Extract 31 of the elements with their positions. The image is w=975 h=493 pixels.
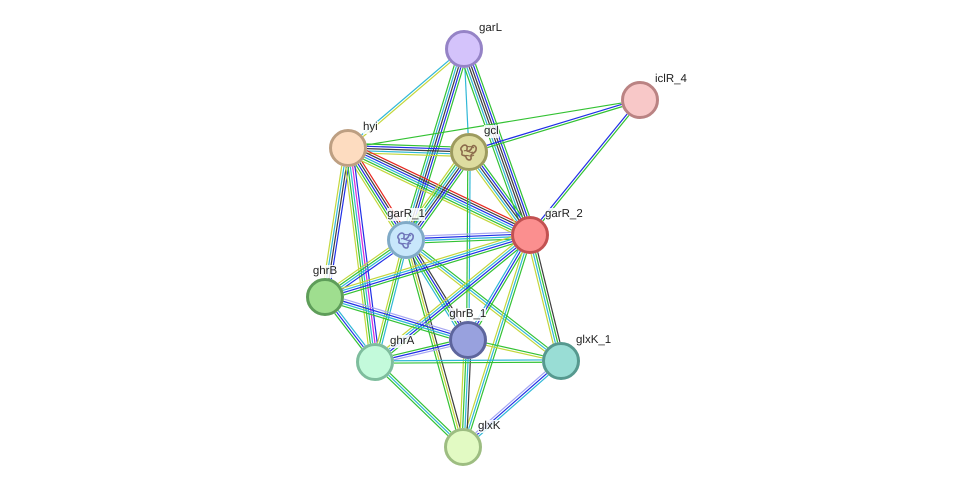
interaction-line <box>424 236 512 241</box>
interaction-line <box>466 358 471 429</box>
interaction-line <box>424 232 512 236</box>
interaction-line <box>392 342 450 356</box>
interaction-line <box>366 146 450 150</box>
interaction-line <box>424 238 512 244</box>
node-label: garL <box>479 22 502 35</box>
interaction-line <box>366 150 450 154</box>
interaction-line <box>486 344 542 359</box>
interaction-line <box>460 358 464 428</box>
node-label: ghrB <box>312 265 338 278</box>
node-label: iclR_4 <box>655 73 687 86</box>
interaction-line <box>366 143 451 148</box>
interaction-line <box>366 148 450 152</box>
node-label: gcl <box>484 125 499 138</box>
interaction-line <box>464 358 469 428</box>
interaction-line <box>424 234 512 239</box>
node-label: glxK <box>478 420 500 433</box>
node-label: ghrB_1 <box>449 308 486 321</box>
node-label: garR_1 <box>387 208 425 221</box>
node-label: glxK_1 <box>576 334 612 347</box>
interaction-line <box>366 102 622 146</box>
interaction-line <box>464 68 469 134</box>
node-label: hyi <box>363 121 378 134</box>
interaction-line <box>394 362 542 364</box>
interaction-line <box>486 342 543 356</box>
interaction-line <box>394 359 542 362</box>
interaction-line <box>462 358 466 428</box>
node-label: garR_2 <box>545 208 583 221</box>
interaction-line <box>366 152 450 157</box>
node-label: ghrA <box>390 335 414 348</box>
